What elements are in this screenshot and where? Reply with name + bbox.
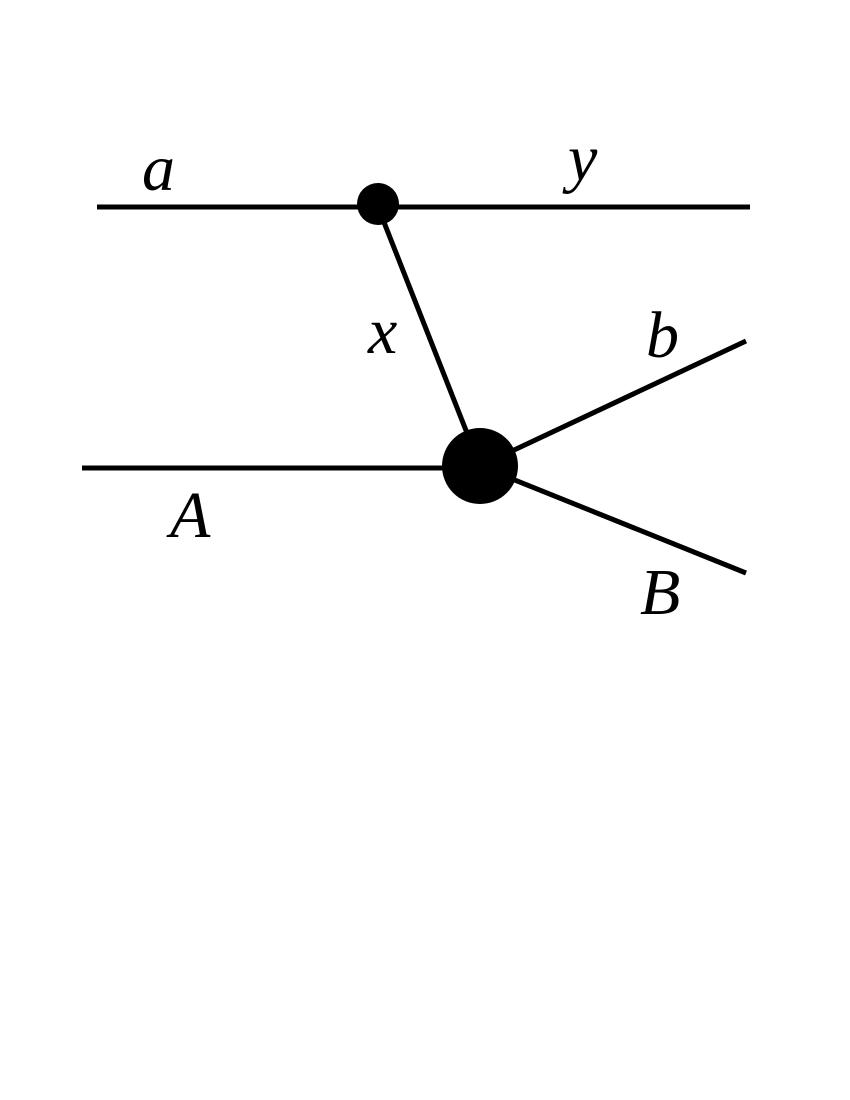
upper-vertex — [357, 183, 399, 225]
label-x: x — [367, 295, 397, 368]
label-B: B — [640, 556, 680, 629]
label-a: a — [142, 132, 175, 205]
label-y: y — [562, 122, 598, 195]
lower-vertex — [442, 428, 518, 504]
label-b: b — [646, 299, 679, 372]
line-x — [375, 206, 483, 467]
line-b — [478, 338, 748, 469]
label-A: A — [166, 479, 211, 552]
line-B — [479, 463, 747, 576]
